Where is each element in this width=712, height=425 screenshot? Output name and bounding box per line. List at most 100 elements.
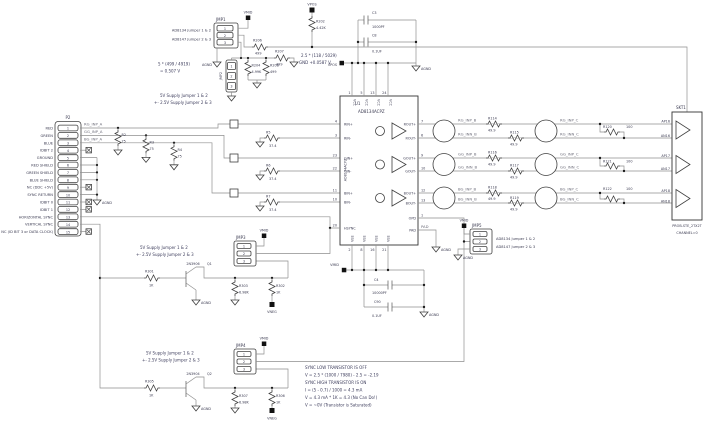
sync-wires: [80, 216, 340, 389]
nc-terminations: [80, 146, 92, 235]
divider-note-1: 5 * (499 / 4919): [158, 62, 190, 67]
p2-pin-label: RED: [45, 127, 53, 131]
net-bg-inp-b: BG_INP_B: [458, 187, 477, 192]
net-gg-inp-c: GG_INP_C: [560, 152, 579, 157]
ic-pin-name: VEE: [387, 235, 391, 242]
jmp1-pin1: 1: [224, 27, 226, 31]
ic-pin-num: 1: [421, 214, 423, 218]
r206-val: 499: [255, 52, 261, 56]
ic-bypass-bottom: VMID C4 10000PF C90 0.1UF AGND: [330, 263, 439, 318]
ic-pin-name: BIN-: [344, 201, 352, 205]
r120-ref: R120: [603, 125, 612, 129]
vmid-terminal: [245, 15, 251, 20]
r305-ref: R305: [145, 380, 154, 384]
ic-part-vertical: AD8134ACPZ: [344, 158, 348, 181]
skt1-pin-label: AP18: [661, 189, 670, 193]
ic-pin-name: GOUT+: [403, 157, 416, 161]
divider-note-2: = 0.507 V: [160, 69, 180, 74]
ic-pin-name: RIN-: [344, 137, 352, 141]
agnd-icon: [230, 299, 240, 306]
agnd-label: AGND: [202, 63, 212, 67]
jmp2-pin1: 1: [230, 65, 232, 69]
agnd-label: AGND: [463, 256, 473, 260]
link-square: [229, 188, 239, 198]
r6-val: 37.4: [269, 177, 277, 181]
jmp3-pin1: 1: [243, 245, 245, 249]
r204-val: 4.99K: [252, 70, 263, 74]
agnd-icon: [191, 405, 201, 412]
skt1-pin-label: AN18: [661, 200, 670, 204]
r3-val: 75: [150, 147, 154, 151]
p2-pin-num: 10: [66, 193, 70, 197]
resistor-r206: [252, 43, 268, 51]
agnd-label: AGND: [441, 248, 451, 252]
c3-val: 1000PF: [372, 25, 385, 29]
r2-val: 75: [122, 140, 126, 144]
p2-pin-label: BLUE: [44, 141, 54, 145]
r121-ref: R121: [603, 160, 612, 164]
r306-val: 1K: [276, 401, 281, 405]
agnd-label: AGND: [421, 67, 431, 71]
ic-top-pins: 1 5 13 24 VCC VCC VCC VCC: [348, 63, 393, 107]
ic-pin-num: 7: [421, 120, 423, 124]
p2-connector: P2 1 2 3 4 5 6 7 8 9 10 11 12 13 14 15 R…: [1, 115, 112, 237]
r4-val: 75: [178, 154, 182, 158]
net-bg-inn-b: BG_INN_B: [458, 197, 477, 202]
ic-pin-num: 16: [370, 248, 374, 252]
supply-note-top-2: +- 2.5V Supply Jumper 2 & 3: [154, 100, 212, 105]
jmp3-sync-circuit: R301 1K AGND 2N3906 Q1 R303 6.98K VNEG R…: [136, 228, 331, 314]
r301-val: 1K: [149, 284, 154, 288]
agnd-icon: [419, 311, 429, 318]
r5-ref: R5: [266, 131, 271, 135]
supply-note-jmp4-2: +- 2.5V Supply Jumper 2 & 3: [142, 358, 200, 363]
ic-pin-name: ROUT-: [406, 137, 417, 141]
p2-pin-label: IDBIT 0: [40, 201, 54, 205]
c4-val: 10000PF: [372, 291, 387, 295]
cable-bubble-icon: [534, 186, 558, 210]
vpos-terminal: [339, 60, 344, 66]
resistor-r207: [274, 54, 290, 62]
jmp4-pin1: 1: [243, 353, 245, 357]
r120-val: 100: [626, 125, 632, 129]
jmp5-note-ad8147: AD8147 Jumper 2 & 3: [496, 245, 535, 249]
net-bg-inn-c: BG_INN_C: [560, 197, 579, 202]
net-gg-inp-b: GG_INP_B: [458, 152, 477, 157]
p2-pin-num: 11: [66, 201, 70, 205]
ic-pin-name: VEE: [375, 235, 379, 242]
ic-pin-num: 9: [421, 154, 423, 158]
ic-pin-num: 2: [348, 248, 350, 252]
p2-pin-label: NC (ID BIT 3 or DATA CLOCK): [1, 230, 53, 234]
ic-pin-num: 3: [335, 134, 337, 138]
agnd-label: AGND: [102, 201, 112, 205]
ic-pin-name: VCC: [389, 99, 393, 107]
skt1-pin-label: AN16: [661, 134, 670, 138]
termination-r3: R3 75: [141, 134, 154, 164]
r301-ref: R301: [145, 270, 154, 274]
net-rg-inp-a: RG_INP_A: [84, 122, 103, 127]
sync-note-line: SYNC LOW TRANSISTOR IS OFF: [305, 365, 368, 370]
jmp4-ref: JMP4: [235, 343, 246, 348]
agnd-icon: [141, 156, 151, 164]
r7-val: 37.4: [269, 208, 277, 212]
q1-ref: Q1: [207, 262, 212, 266]
jmp5-ref: JMP5: [471, 223, 482, 228]
vneg-label: VNEG: [267, 417, 277, 421]
vmid-label: VMID: [260, 337, 269, 341]
vpos-label: VPOS: [328, 63, 337, 67]
jmp4-sync-circuit: R305 1K AGND 2N3904 Q2 R307 6.98K VNEG R…: [142, 241, 465, 421]
ic-internal-amps: [375, 122, 407, 207]
r207-val: 499: [276, 63, 282, 67]
p2-pin-num: 1: [67, 127, 69, 131]
resistor-r115: [508, 134, 524, 142]
resistor-r301: [144, 274, 160, 282]
r4-ref: R4: [178, 148, 183, 152]
resistor-r118: [486, 189, 502, 197]
resistor-r208: [262, 60, 270, 76]
c90-ref: C90: [374, 300, 381, 304]
c8-ref: C8: [372, 34, 377, 38]
sync-note-line: SYNC HIGH TRANSISTOR IS ON: [305, 380, 366, 385]
r114-ref: R114: [488, 117, 497, 121]
